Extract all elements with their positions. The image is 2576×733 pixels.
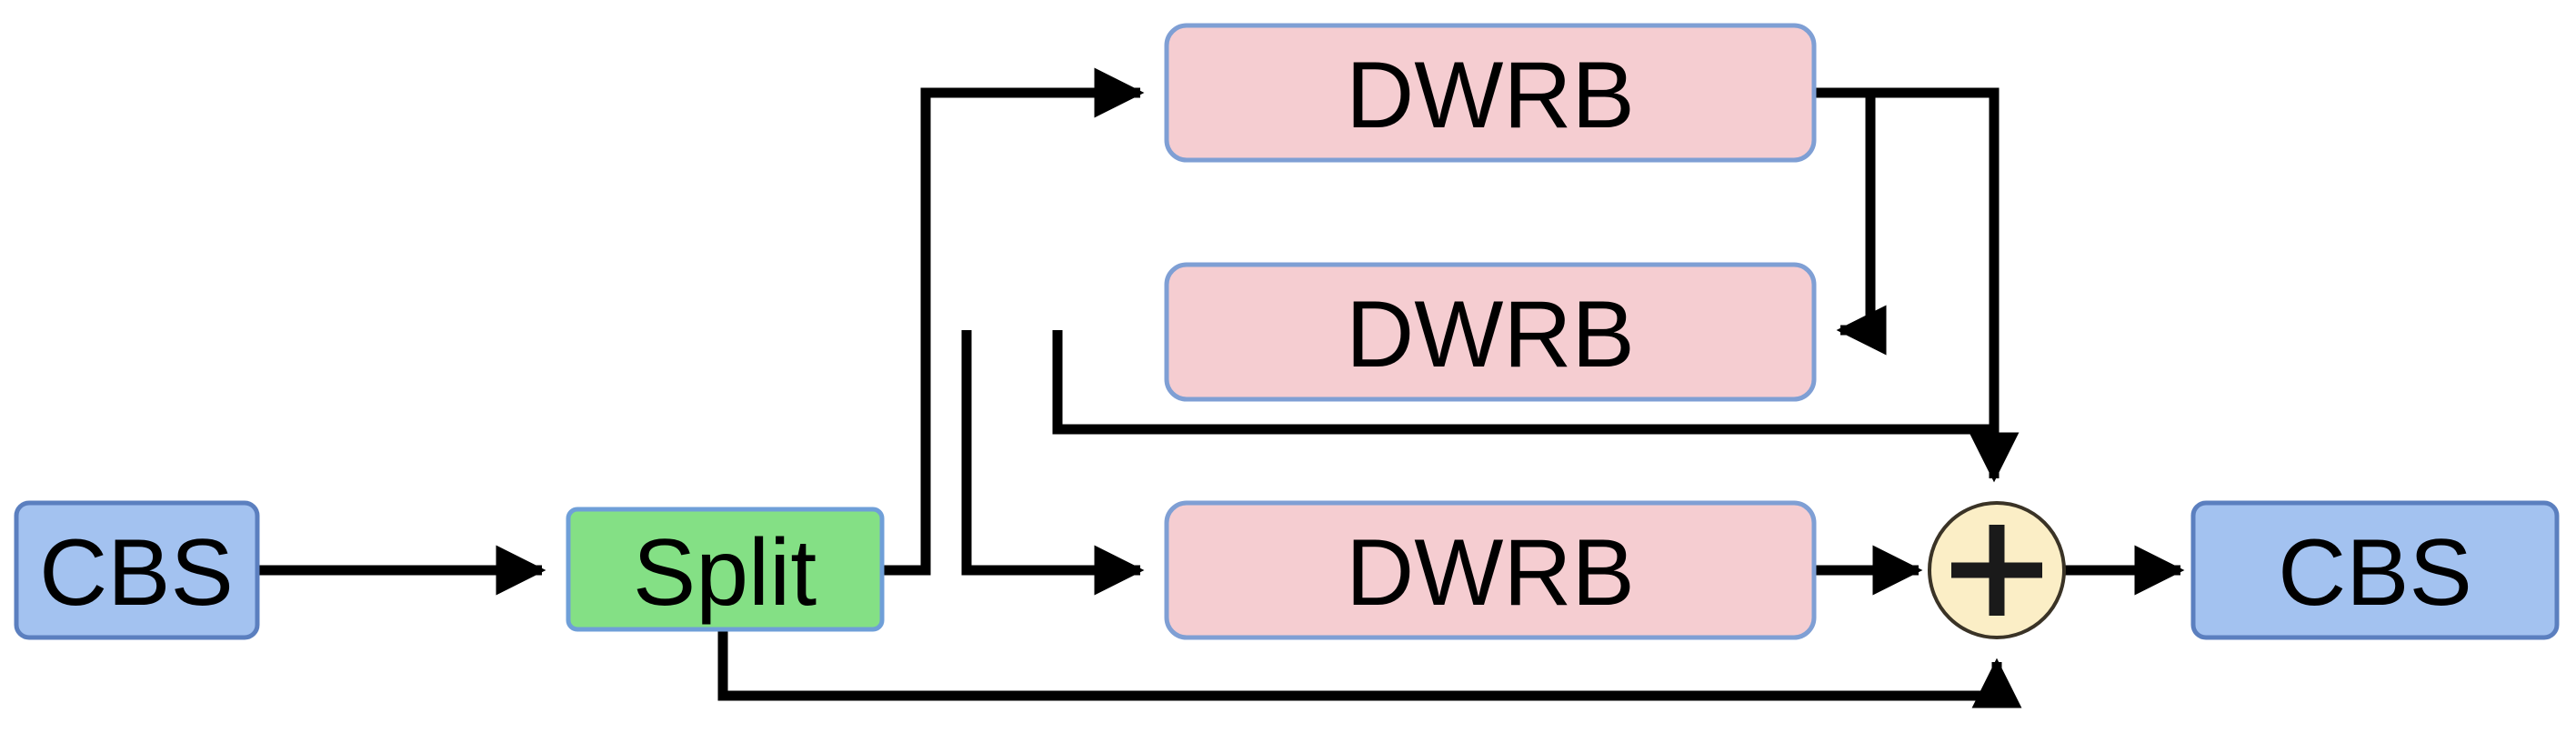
node-dwrb-bottom[interactable]: DWRB [1164, 500, 1817, 640]
cbs-out-rect [2190, 500, 2560, 640]
dwrb-top-label: DWRB [1346, 43, 1635, 148]
dwrb-bottom-rect [1164, 500, 1817, 640]
node-dwrb-top[interactable]: DWRB [1164, 23, 1817, 163]
edge-split-to-dwrb-top [882, 67, 1145, 576]
node-add[interactable] [1928, 501, 2066, 639]
dwrb-top-rect [1164, 23, 1817, 163]
dwrb-mid-label: DWRB [1346, 282, 1635, 387]
split-label: Split [633, 520, 817, 626]
cbs-in-rect [14, 500, 260, 640]
dwrb-mid-rect [1164, 262, 1817, 402]
edge-dwrb-top-to-dwrb-mid [1814, 87, 1887, 356]
edge-dwrb-top-to-add [1814, 87, 2020, 483]
split-rect [566, 507, 885, 632]
node-split[interactable]: Split [566, 507, 885, 632]
edge-split-to-dwrb-bottom [961, 330, 1145, 596]
cbs-out-label: CBS [2278, 520, 2472, 626]
dwrb-bottom-label: DWRB [1346, 520, 1635, 626]
node-dwrb-mid[interactable]: DWRB [1164, 262, 1817, 402]
cbs-in-label: CBS [39, 520, 234, 626]
edge-split-bypass-to-add [717, 629, 2022, 708]
node-layer: CBS Split DWRB DWRB DWRB [14, 23, 2560, 640]
node-cbs-out[interactable]: CBS [2190, 500, 2560, 640]
node-cbs-in[interactable]: CBS [14, 500, 260, 640]
edge-dwrb-mid-bypass-to-add [1052, 330, 1994, 435]
edge-layer [257, 67, 2185, 708]
